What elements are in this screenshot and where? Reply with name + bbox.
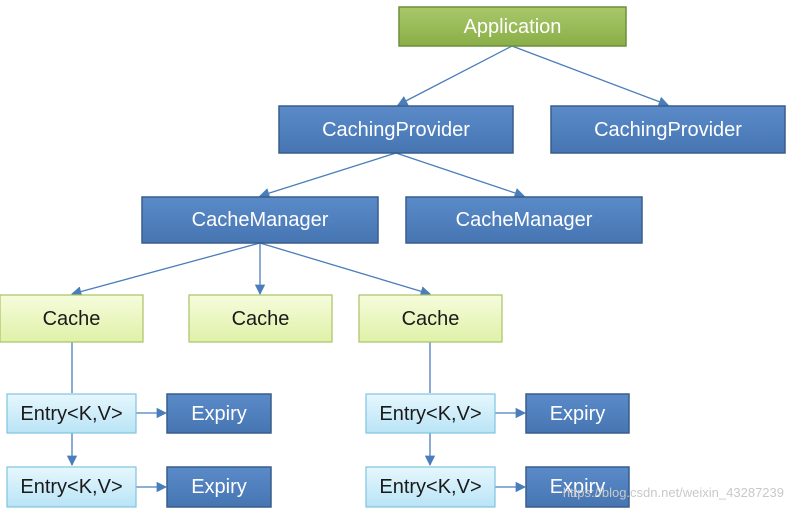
- connector-provider1-manager1: [259, 152, 397, 199]
- entry-label-2: Entry<K,V>: [20, 476, 122, 498]
- expiry-label-1: Expiry: [191, 403, 247, 425]
- cache-node-3: Cache: [358, 294, 503, 343]
- connectors: [66, 45, 669, 493]
- caching-provider-label-2: CachingProvider: [594, 119, 742, 141]
- connector-app-provider1: [397, 45, 513, 106]
- expiry-node-3: Expiry: [525, 393, 630, 434]
- caching-provider-node-2: CachingProvider: [550, 105, 786, 154]
- expiry-node-4: Expiry: [525, 466, 630, 508]
- cache-manager-node-2: CacheManager: [405, 196, 643, 244]
- application-label: Application: [464, 16, 562, 38]
- entry-node-1: Entry<K,V>: [6, 393, 137, 434]
- caching-provider-label-1: CachingProvider: [322, 119, 470, 141]
- entry-node-2: Entry<K,V>: [6, 466, 137, 508]
- connector-provider1-manager2: [395, 152, 525, 198]
- entry-label-3: Entry<K,V>: [379, 403, 481, 425]
- connector-app-provider2: [511, 45, 669, 107]
- expiry-node-2: Expiry: [166, 466, 272, 508]
- caching-provider-node-1: CachingProvider: [278, 105, 514, 154]
- cache-label-3: Cache: [402, 308, 460, 330]
- cache-manager-node-1: CacheManager: [141, 196, 379, 244]
- expiry-node-1: Expiry: [166, 393, 272, 434]
- application-node: Application: [398, 6, 627, 47]
- cache-label-1: Cache: [43, 308, 101, 330]
- expiry-label-4: Expiry: [550, 476, 606, 498]
- entry-label-1: Entry<K,V>: [20, 403, 122, 425]
- connector-manager1-cache3: [259, 242, 431, 297]
- entry-node-3: Entry<K,V>: [365, 393, 496, 434]
- cache-node-2: Cache: [188, 294, 333, 343]
- entry-label-4: Entry<K,V>: [379, 476, 481, 498]
- cache-node-1: Cache: [0, 294, 144, 343]
- cache-manager-label-2: CacheManager: [456, 209, 593, 231]
- watermark-text: https://blog.csdn.net/weixin_43287239: [563, 485, 784, 500]
- cache-label-2: Cache: [232, 308, 290, 330]
- expiry-label-3: Expiry: [550, 403, 606, 425]
- connector-manager1-cache1: [70, 242, 261, 297]
- entry-node-4: Entry<K,V>: [365, 466, 496, 508]
- cache-manager-label-1: CacheManager: [192, 209, 329, 231]
- expiry-label-2: Expiry: [191, 476, 247, 498]
